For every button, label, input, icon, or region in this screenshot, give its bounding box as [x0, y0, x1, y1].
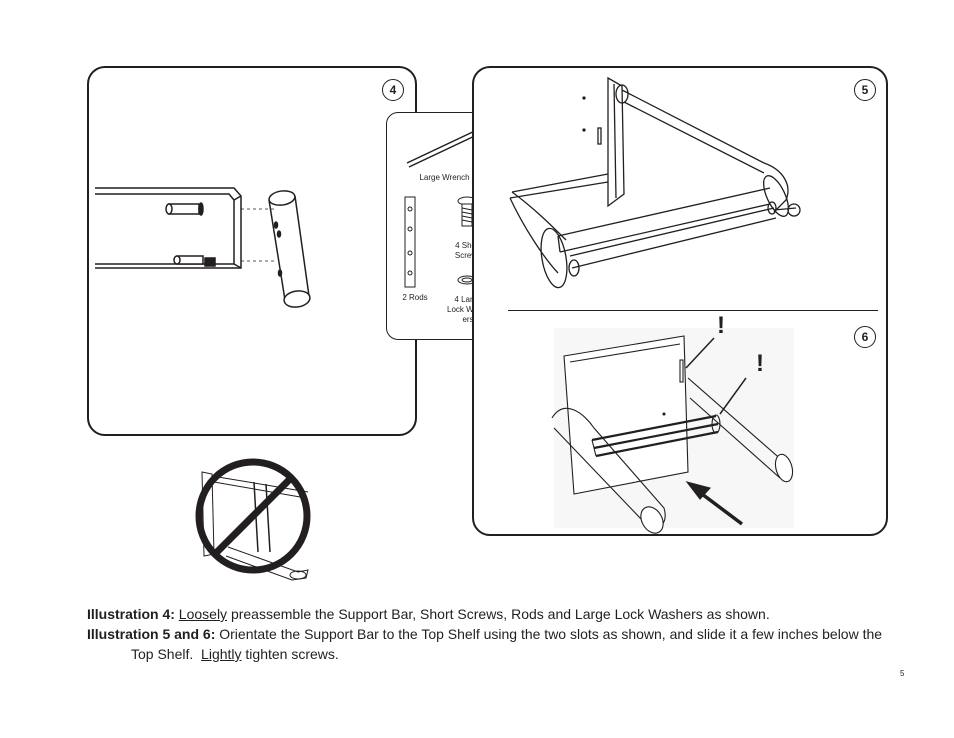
- illustration-4-panel: 4: [87, 66, 417, 436]
- prohibited-orientation-drawing: [195, 458, 311, 581]
- instruction-3-text-a: Top Shelf.: [131, 646, 202, 662]
- panel-divider: [508, 310, 878, 311]
- instruction-3-text-b: tighten screws.: [241, 646, 339, 662]
- top-shelf-drawing-5: [509, 76, 801, 289]
- warning-mark-1: !: [717, 312, 725, 339]
- step-5-badge: 5: [854, 79, 876, 101]
- instruction-line-3: Top Shelf. Lightly tighten screws.: [131, 644, 339, 664]
- instruction-line-2: Illustration 5 and 6: Orientate the Supp…: [87, 624, 882, 644]
- rods-label: 2 Rods: [402, 293, 428, 302]
- warning-mark-2: !: [756, 350, 764, 377]
- illustration-4-label: Illustration 4:: [87, 606, 175, 622]
- illustration-5-6-label: Illustration 5 and 6:: [87, 626, 216, 642]
- illustration-5-6-panel: 5 6 ! !: [472, 66, 888, 536]
- rods-icon: [404, 196, 416, 288]
- instruction-2-text: Orientate the Support Bar to the Top She…: [215, 626, 883, 642]
- step-4-badge: 4: [382, 79, 404, 101]
- step-6-badge: 6: [854, 326, 876, 348]
- loosely-emphasis: Loosely: [178, 606, 228, 622]
- large-wrench-label: Large Wrench: [419, 173, 470, 182]
- support-bar-drawing: [95, 187, 311, 308]
- page-number: 5: [900, 669, 905, 678]
- instruction-line-1: Illustration 4: Loosely preassemble the …: [87, 604, 770, 624]
- lightly-emphasis: Lightly: [201, 646, 242, 662]
- top-shelf-drawing-6: [551, 328, 794, 534]
- instruction-1-text: preassemble the Support Bar, Short Screw…: [227, 606, 770, 622]
